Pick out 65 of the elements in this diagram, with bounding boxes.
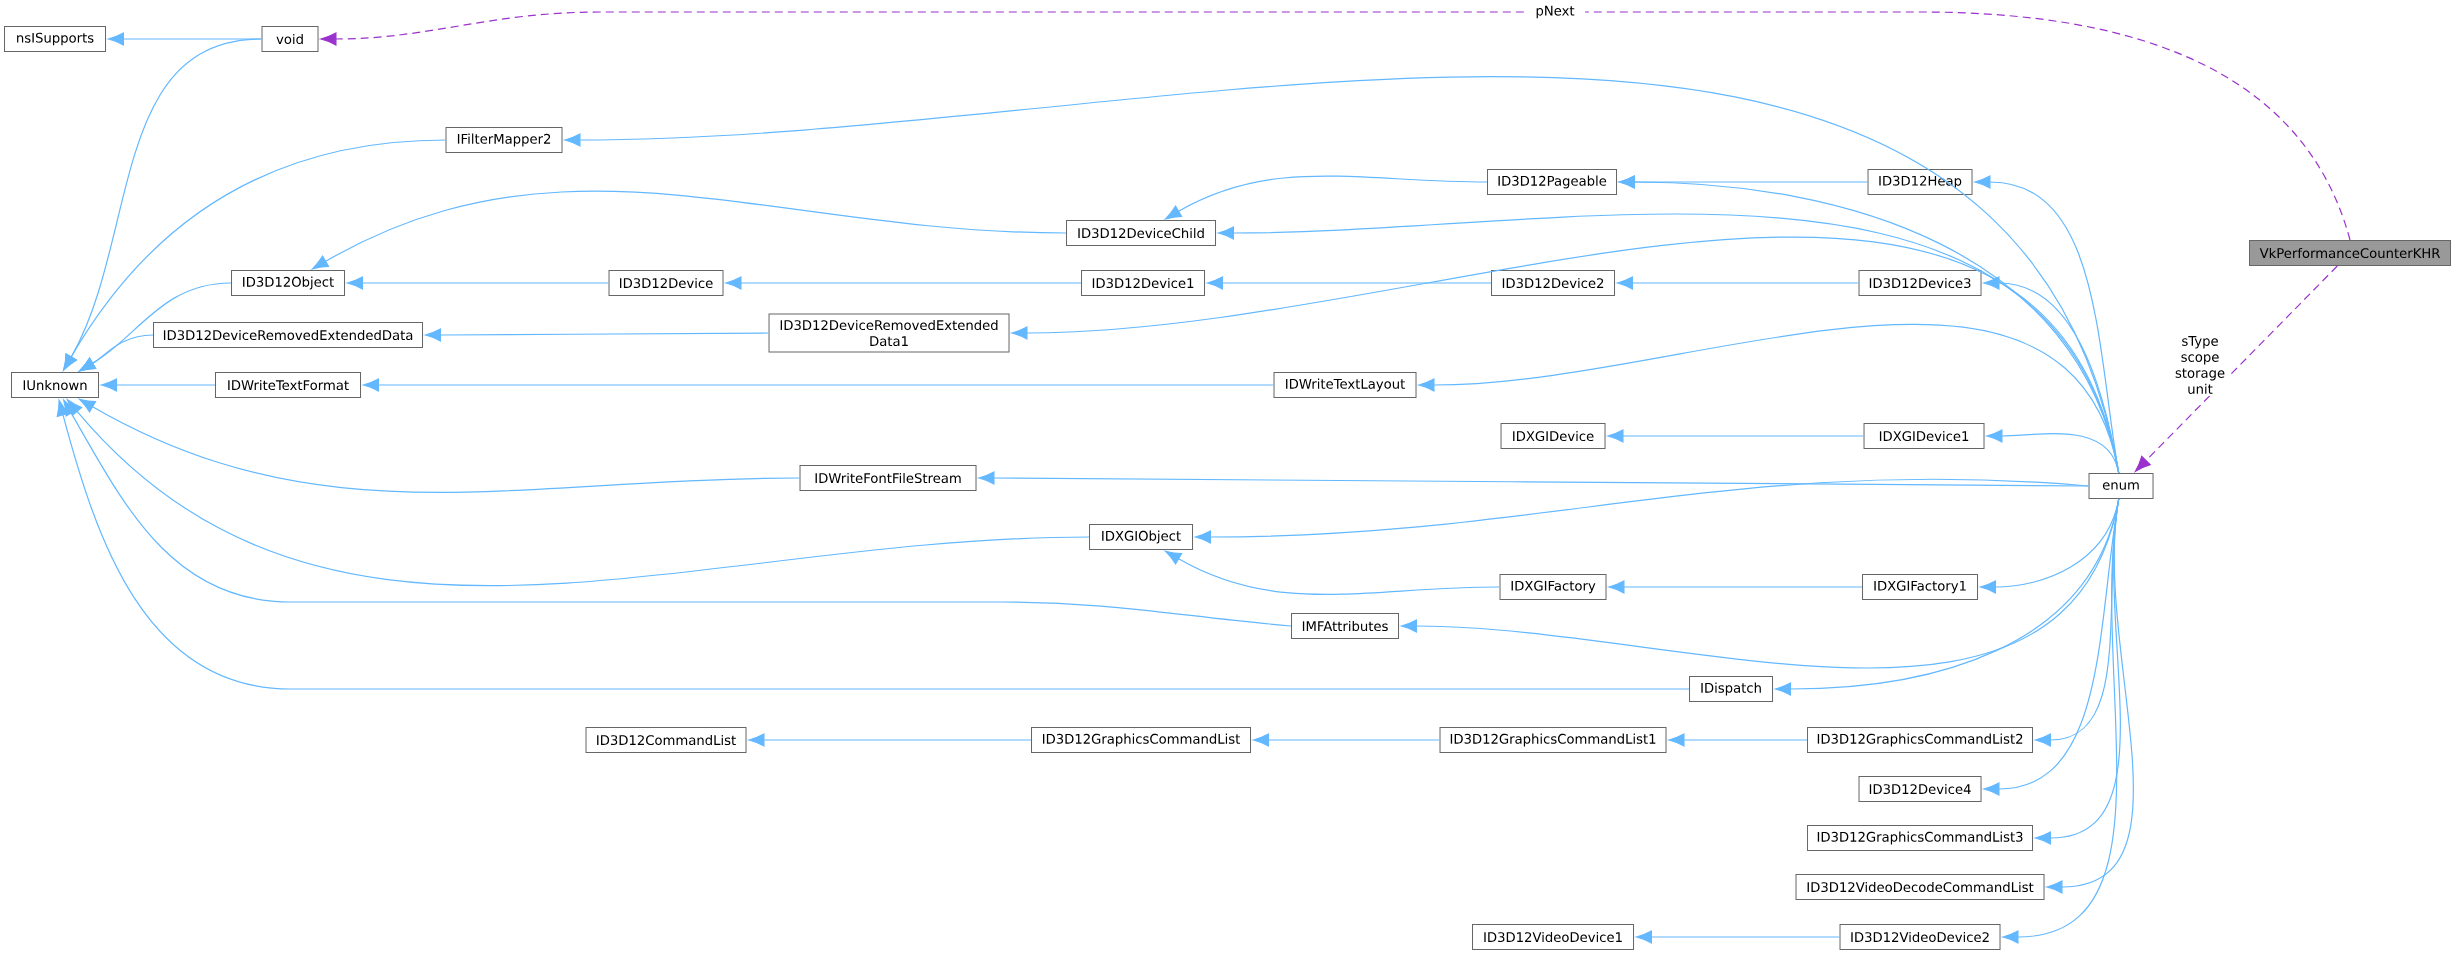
class-box: ID3D12Device3 [1858,270,1982,296]
class-box: ID3D12DeviceRemovedExtendedData [153,322,423,348]
inheritance-arrow [1608,580,1863,594]
inheritance-arrow [424,328,770,342]
class-box: ID3D12Heap [1867,169,1973,195]
class-box: ID3D12DeviceRemovedExtended Data1 [768,313,1010,353]
class-box: IUnknown [11,372,99,398]
inheritance-arrow [1635,930,1841,944]
inheritance-arrow [1668,733,1808,747]
inheritance-arrow [725,276,1082,290]
inheritance-arrow [100,378,216,392]
class-box: IDWriteTextLayout [1273,372,1417,398]
class-box: IDXGIFactory [1499,574,1607,600]
class-box: ID3D12GraphicsCommandList [1031,727,1251,753]
class-box: ID3D12Device1 [1081,270,1205,296]
class-box: ID3D12CommandList [585,727,747,753]
class-box: IDXGIDevice [1500,423,1606,449]
inheritance-arrow [1194,478,2090,544]
inheritance-arrow [2002,498,2120,944]
inheritance-arrow [56,399,1690,690]
class-box: ID3D12Pageable [1487,169,1617,195]
class-box: IMFAttributes [1291,613,1399,639]
class-box: IDWriteTextFormat [215,372,361,398]
inheritance-arrow [346,276,610,290]
class-box: enum [2088,473,2154,499]
edge-label: pNext [1525,3,1585,21]
inheritance-arrow [1252,733,1441,747]
class-box: void [261,26,319,52]
class-box: IDXGIObject [1089,524,1193,550]
class-box: ID3D12Object [231,270,345,296]
class-box: VkPerformanceCounterKHR [2249,240,2451,266]
inheritance-arrow [66,399,1090,586]
class-box: IFilterMapper2 [445,127,563,153]
class-box: IDWriteFontFileStream [799,465,977,491]
inheritance-arrow [1206,276,1492,290]
class-box: ID3D12GraphicsCommandList2 [1807,727,2033,753]
inheritance-arrow [2134,265,2338,472]
inheritance-arrow [1607,429,1865,443]
class-box: ID3D12DeviceChild [1066,220,1216,246]
inheritance-arrow [748,733,1032,747]
class-box: IDXGIDevice1 [1863,423,1985,449]
inheritance-arrow [79,334,154,372]
inheritance-arrow [63,399,1292,627]
class-box: ID3D12Device4 [1858,776,1982,802]
class-box: ID3D12VideoDecodeCommandList [1795,874,2045,900]
class-box: nsISupports [4,26,106,52]
inheritance-arrow [1616,276,1860,290]
inheritance-arrow [320,11,2351,241]
class-box: ID3D12VideoDevice2 [1839,924,2001,950]
inheritance-arrow [1986,429,2120,474]
edge-label: sType scope storage unit [2170,334,2230,396]
inheritance-arrow [1165,175,1488,220]
class-box: ID3D12GraphicsCommandList3 [1807,825,2033,851]
inheritance-arrow [311,190,1067,270]
class-box: ID3D12VideoDevice1 [1472,924,1634,950]
inheritance-arrow [1165,550,1501,595]
class-box: ID3D12Device [608,270,724,296]
inheritance-arrow [63,139,447,371]
inheritance-arrow [978,471,2090,487]
class-box: IDispatch [1689,676,1773,702]
class-box: ID3D12GraphicsCommandList1 [1439,727,1667,753]
inheritance-arrow [79,398,801,493]
class-box: ID3D12Device2 [1491,270,1615,296]
class-box: IDXGIFactory1 [1862,574,1978,600]
inheritance-arrow [362,378,1275,392]
